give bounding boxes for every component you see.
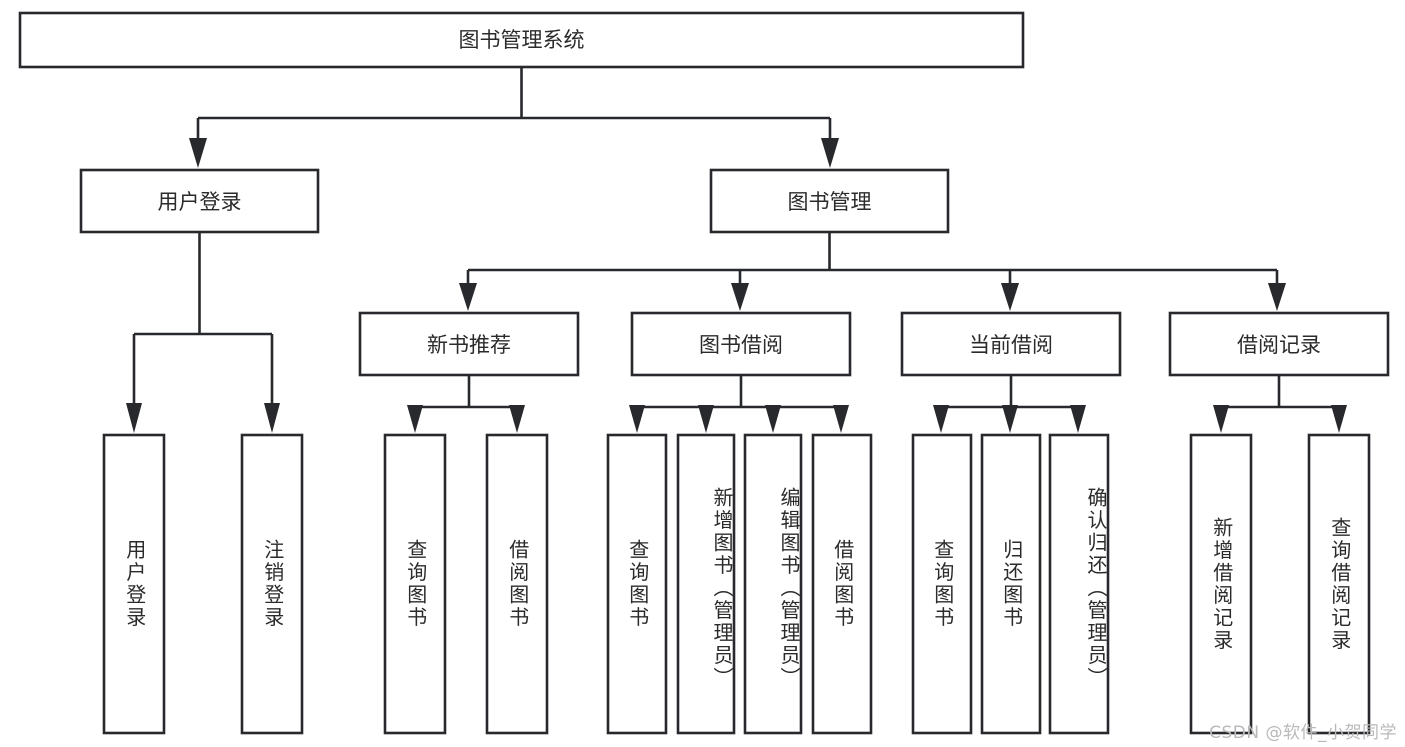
leaf-box-cb-1[interactable] bbox=[980, 433, 1042, 735]
arrow-head-to-current-borrow bbox=[1001, 283, 1019, 311]
arrow-head-leaf-nbr-0 bbox=[407, 405, 423, 433]
arrow-head-leaf-cb-1 bbox=[1002, 405, 1018, 433]
leaf-box-bb-1[interactable] bbox=[676, 433, 736, 735]
arrow-head-leaf-bb-3 bbox=[833, 405, 849, 433]
node-borrow-records-label: 借阅记录 bbox=[1237, 333, 1321, 357]
leaf-box-nbr-0[interactable] bbox=[383, 433, 447, 735]
leaf-box-bb-0[interactable] bbox=[606, 433, 668, 735]
node-user-login-box[interactable] bbox=[79, 168, 320, 234]
leaf-box-user-login-0[interactable] bbox=[102, 433, 166, 735]
node-root-label: 图书管理系统 bbox=[459, 28, 585, 52]
arrow-head-leaf-cb-0 bbox=[933, 405, 949, 433]
connector-group-root bbox=[189, 67, 839, 168]
node-user-login-label: 用户登录 bbox=[158, 190, 242, 214]
node-book-manage-label: 图书管理 bbox=[788, 190, 872, 214]
arrow-head-leaf-cb-2 bbox=[1070, 405, 1086, 433]
connector-group-borrow-records bbox=[1213, 375, 1347, 433]
leaf-box-br-0[interactable] bbox=[1189, 433, 1253, 735]
node-current-borrow-label: 当前借阅 bbox=[969, 333, 1053, 357]
leaf-box-bb-2[interactable] bbox=[743, 433, 803, 735]
connector-group-user-login bbox=[126, 232, 280, 433]
node-borrow-records[interactable]: 借阅记录 bbox=[1168, 311, 1390, 377]
leaf-box-nbr-1[interactable] bbox=[485, 433, 549, 735]
arrow-head-leaf-user-login-1 bbox=[264, 403, 280, 433]
node-borrow-records-box[interactable] bbox=[1168, 311, 1390, 377]
node-new-book-recommend-label: 新书推荐 bbox=[427, 333, 511, 357]
node-root[interactable]: 图书管理系统 bbox=[18, 11, 1025, 69]
node-new-book-recommend[interactable]: 新书推荐 bbox=[358, 311, 580, 377]
node-book-borrow[interactable]: 图书借阅 bbox=[630, 311, 852, 377]
leaf-box-user-login-1[interactable] bbox=[240, 433, 304, 735]
node-book-borrow-label: 图书借阅 bbox=[699, 333, 783, 357]
node-user-login[interactable]: 用户登录 bbox=[79, 168, 320, 234]
arrow-head-leaf-br-1 bbox=[1331, 405, 1347, 433]
arrow-head-to-book-borrow bbox=[731, 283, 749, 311]
connector-group-book-borrow bbox=[629, 375, 849, 433]
node-current-borrow[interactable]: 当前借阅 bbox=[900, 311, 1122, 377]
leaf-box-cb-2[interactable] bbox=[1048, 433, 1110, 735]
connector-group-new-book-recommend bbox=[407, 375, 525, 433]
node-book-borrow-box[interactable] bbox=[630, 311, 852, 377]
arrow-head-to-new-book bbox=[459, 283, 477, 311]
leaf-box-cb-0[interactable] bbox=[911, 433, 973, 735]
node-new-book-recommend-box[interactable] bbox=[358, 311, 580, 377]
arrow-head-leaf-bb-2 bbox=[765, 405, 781, 433]
arrow-head-to-book-manage bbox=[821, 138, 839, 168]
arrow-head-leaf-br-0 bbox=[1213, 405, 1229, 433]
node-root-box[interactable] bbox=[18, 11, 1025, 69]
leaf-box-br-1[interactable] bbox=[1307, 433, 1371, 735]
arrow-head-leaf-nbr-1 bbox=[509, 405, 525, 433]
arrow-head-leaf-user-login-0 bbox=[126, 403, 142, 433]
arrow-head-leaf-bb-1 bbox=[698, 405, 714, 433]
node-current-borrow-box[interactable] bbox=[900, 311, 1122, 377]
connector-group-current-borrow bbox=[933, 375, 1086, 433]
connector-group-book-manage bbox=[459, 232, 1286, 311]
arrow-head-to-borrow-records bbox=[1268, 283, 1286, 311]
arrow-head-to-user-login bbox=[189, 138, 207, 168]
node-book-manage[interactable]: 图书管理 bbox=[709, 168, 950, 234]
arrow-head-leaf-bb-0 bbox=[629, 405, 645, 433]
leaf-box-bb-3[interactable] bbox=[811, 433, 873, 735]
